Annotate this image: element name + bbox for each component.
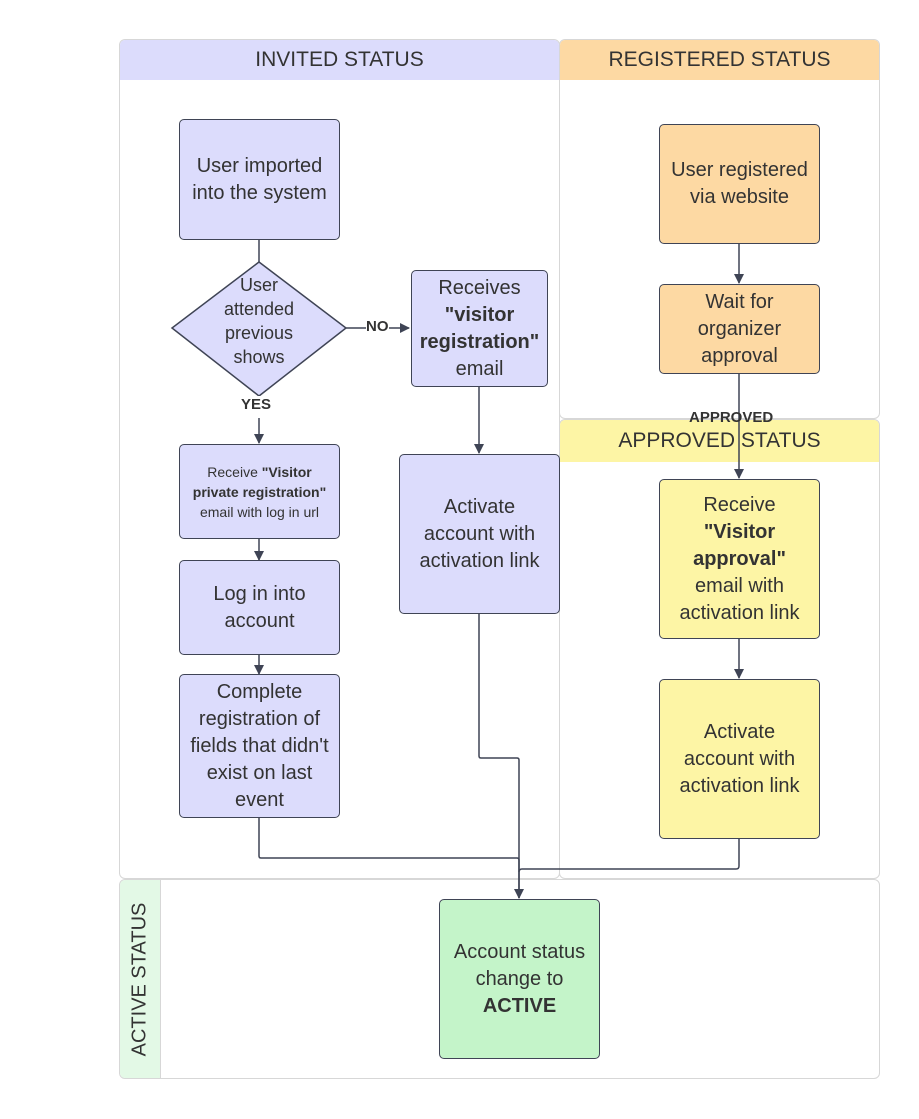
node-user-registered: User registered via website — [659, 124, 820, 244]
lane-approved-header: APPROVED STATUS — [560, 420, 879, 462]
node-complete-registration: Complete registration of fields that did… — [179, 674, 340, 818]
node-user-imported: User imported into the system — [179, 119, 340, 240]
node-private-registration: Receive "Visitor private registration" e… — [179, 444, 340, 539]
node-visitor-approval: Receive "Visitor approval" email with ac… — [659, 479, 820, 639]
edge-label-approved: APPROVED — [689, 409, 774, 426]
node-log-in: Log in into account — [179, 560, 340, 655]
edge-activate-invited-to-active — [478, 614, 524, 899]
node-wait-approval: Wait for organizer approval — [659, 284, 820, 374]
lane-invited-header: INVITED STATUS — [120, 40, 559, 80]
node-account-active: Account status change to ACTIVE — [439, 899, 600, 1059]
lane-approved: APPROVED STATUS — [559, 419, 880, 879]
node-receives-visitor-registration: Receives "visitor registration" email — [411, 270, 548, 387]
edge-activate-approved-to-active — [518, 838, 740, 873]
edge-complete-to-active — [258, 818, 520, 898]
node-activate-invited: Activate account with activation link — [399, 454, 560, 614]
decision-label: User attended previous shows — [223, 275, 295, 367]
lane-registered-header: REGISTERED STATUS — [560, 40, 879, 80]
lane-registered: REGISTERED STATUS — [559, 39, 880, 419]
lane-active-header: ACTIVE STATUS — [120, 880, 161, 1078]
edge-label-no: NO — [366, 318, 389, 335]
edge-label-yes: YES — [241, 396, 272, 413]
node-activate-approved: Activate account with activation link — [659, 679, 820, 839]
